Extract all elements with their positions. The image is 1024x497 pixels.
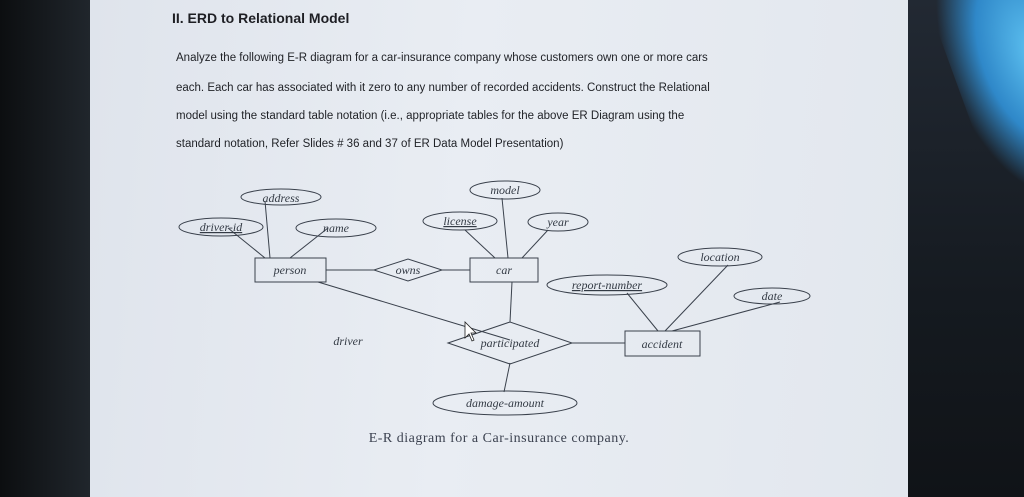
line-address-person	[264, 200, 271, 259]
paragraph-line-3: model using the standard table notation …	[176, 110, 685, 122]
attribute-oval-location	[677, 247, 763, 267]
attribute-driver-id: driver-id	[200, 220, 243, 234]
attribute-date: date	[762, 289, 783, 303]
relationship-owns: owns	[396, 263, 421, 277]
paragraph-line-4: standard notation, Refer Slides # 36 and…	[176, 138, 564, 150]
paragraph-line-1: Analyze the following E-R diagram for a …	[176, 52, 708, 64]
line-reportnumber-accident	[626, 292, 659, 332]
line-name-person	[289, 227, 329, 259]
line-year-car	[521, 229, 549, 259]
relationship-participated: participated	[480, 336, 541, 350]
line-driverid-person	[227, 227, 266, 259]
attribute-oval-name	[295, 218, 377, 238]
entity-accident: accident	[642, 337, 683, 351]
monitor-bezel-left	[0, 0, 90, 497]
attribute-oval-driver-id	[178, 217, 264, 237]
line-participated-damage	[503, 362, 511, 393]
attribute-model: model	[490, 183, 520, 197]
role-label-driver: driver	[333, 334, 363, 348]
document-page: II. ERD to Relational Model Analyze the …	[90, 0, 908, 497]
attribute-oval-year	[527, 212, 589, 232]
entity-car: car	[496, 263, 512, 277]
entity-person: person	[273, 263, 307, 277]
attribute-license: license	[443, 214, 477, 228]
attribute-name: name	[323, 221, 350, 235]
monitor-bezel-right	[900, 0, 1024, 497]
attribute-oval-date	[733, 287, 811, 305]
line-car-participated	[509, 281, 513, 323]
entity-box-car	[469, 257, 539, 283]
attribute-oval-damage-amount	[432, 390, 578, 416]
attribute-location: location	[700, 250, 739, 264]
line-model-car	[501, 197, 509, 259]
er-diagram: address driver-id name license model yea…	[178, 180, 811, 416]
mouse-cursor-icon	[464, 321, 477, 342]
diagram-caption: E-R diagram for a Car-insurance company.	[368, 431, 630, 446]
section-heading: II. ERD to Relational Model	[172, 10, 350, 26]
attribute-year: year	[546, 215, 569, 229]
attribute-oval-report-number	[546, 274, 668, 296]
attribute-address: address	[263, 191, 300, 205]
line-person-participated	[317, 281, 511, 341]
entity-box-accident	[624, 330, 701, 357]
relationship-diamond-owns	[372, 258, 444, 282]
line-date-accident	[671, 301, 781, 332]
line-license-car	[464, 229, 496, 259]
screen-glare	[923, 0, 1024, 217]
attribute-oval-model	[469, 180, 541, 200]
attribute-report-number: report-number	[572, 278, 643, 292]
attribute-damage-amount: damage-amount	[466, 396, 545, 410]
entity-box-person	[254, 257, 327, 283]
relationship-diamond-participated	[446, 321, 574, 365]
attribute-oval-license	[422, 211, 498, 231]
line-location-accident	[664, 264, 729, 332]
attribute-oval-address	[240, 188, 322, 206]
paragraph-line-2: each. Each car has associated with it ze…	[176, 82, 710, 94]
